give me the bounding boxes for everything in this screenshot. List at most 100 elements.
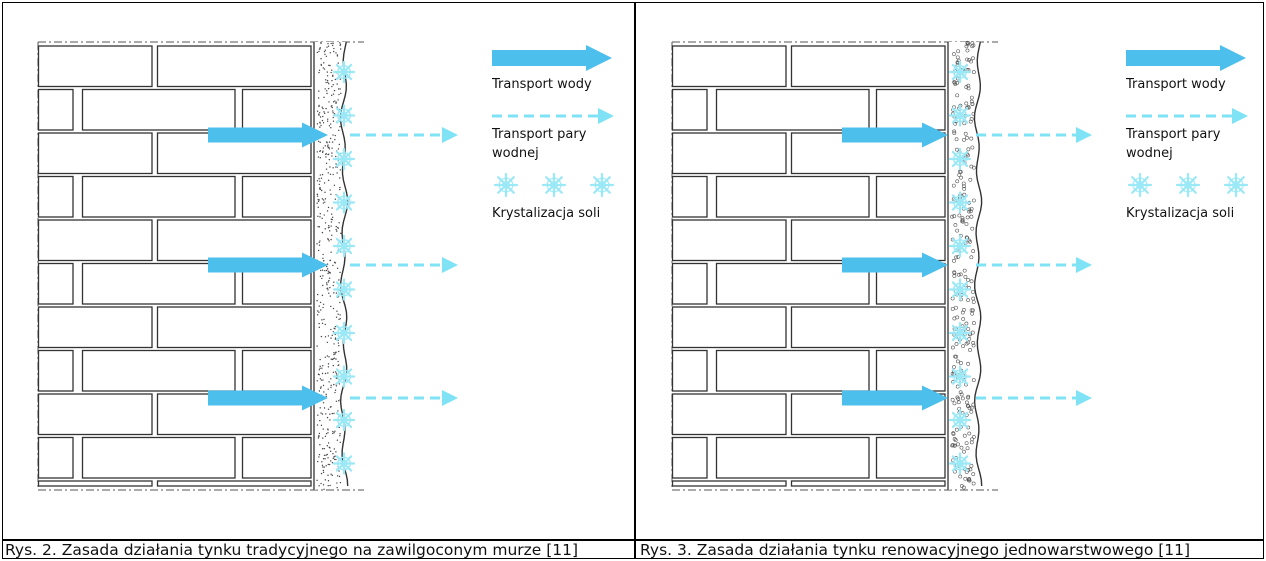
legend-salt-label: Krystalizacja soli bbox=[1126, 206, 1234, 221]
brick bbox=[241, 175, 312, 218]
brick bbox=[241, 436, 312, 479]
legend: Transport wody Transport pary wodnej Kry… bbox=[491, 45, 615, 221]
salt-crystal-icon bbox=[332, 321, 356, 345]
water-transport-arrows bbox=[208, 122, 328, 411]
brick bbox=[37, 480, 153, 487]
brick bbox=[156, 45, 312, 88]
salt-crystal-icon bbox=[948, 191, 972, 214]
brick bbox=[671, 436, 708, 479]
salt-crystal-icon bbox=[948, 234, 972, 258]
legend-salt-label: Krystalizacja soli bbox=[492, 206, 600, 221]
salt-crystal-icon bbox=[1127, 172, 1249, 198]
salt-crystals bbox=[332, 60, 356, 475]
caption-row-divider bbox=[2, 539, 1264, 541]
salt-crystal-icon bbox=[948, 278, 972, 301]
vapor-transport-arrows bbox=[350, 127, 458, 406]
vapor-transport-arrow-icon bbox=[350, 390, 458, 406]
brick bbox=[37, 132, 153, 175]
water-transport-arrow-icon bbox=[208, 252, 328, 278]
brick bbox=[875, 349, 946, 392]
brick bbox=[156, 306, 312, 349]
brick bbox=[790, 480, 946, 487]
brick bbox=[671, 349, 708, 392]
salt-crystal-icon bbox=[948, 104, 972, 127]
brick bbox=[715, 175, 870, 218]
figure-renovation-plaster: Transport wody Transport pary wodnej Kry… bbox=[671, 40, 1249, 491]
salt-crystal-icon bbox=[948, 60, 972, 84]
salt-crystal-icon bbox=[948, 147, 972, 171]
figure-caption: Rys. 3. Zasada działania tynku renowacyj… bbox=[640, 542, 1191, 559]
brick bbox=[81, 349, 236, 392]
brick bbox=[37, 219, 153, 262]
brick bbox=[81, 88, 236, 131]
brick bbox=[875, 436, 946, 479]
legend: Transport wody Transport pary wodnej Kry… bbox=[1125, 45, 1249, 221]
water-transport-arrow-icon bbox=[1126, 45, 1246, 71]
figure-traditional-plaster: Transport wody Transport pary wodnej Kry… bbox=[37, 41, 615, 491]
salt-crystal-icon bbox=[1223, 172, 1249, 198]
vapor-transport-arrow-icon bbox=[350, 127, 458, 143]
water-transport-arrow-icon bbox=[842, 122, 948, 148]
salt-crystal-icon bbox=[332, 408, 356, 432]
water-transport-arrow-icon bbox=[842, 385, 948, 411]
brick bbox=[671, 45, 787, 88]
salt-crystal-icon bbox=[332, 104, 356, 127]
vapor-transport-arrow-icon bbox=[976, 390, 1092, 406]
brick bbox=[37, 175, 74, 218]
vapor-transport-arrows bbox=[976, 127, 1092, 406]
salt-crystal-icon bbox=[332, 147, 356, 171]
legend-vapor-label-2: wodnej bbox=[1126, 146, 1173, 161]
salt-crystal-icon bbox=[493, 172, 615, 198]
brick bbox=[790, 219, 946, 262]
salt-crystal-icon bbox=[589, 172, 615, 198]
brick bbox=[37, 262, 74, 305]
brick bbox=[241, 349, 312, 392]
brick bbox=[671, 219, 787, 262]
brick bbox=[790, 45, 946, 88]
brick bbox=[715, 88, 870, 131]
legend-vapor-label-2: wodnej bbox=[492, 146, 539, 161]
brick bbox=[37, 45, 153, 88]
vapor-transport-arrow-icon bbox=[976, 257, 1092, 273]
vapor-transport-arrow-icon bbox=[1126, 108, 1248, 124]
vapor-transport-arrow-icon bbox=[492, 108, 614, 124]
brick bbox=[671, 262, 708, 305]
brick bbox=[671, 306, 787, 349]
brick bbox=[671, 393, 787, 436]
legend-vapor-label-1: Transport pary bbox=[491, 127, 587, 142]
brick bbox=[156, 480, 312, 487]
brick bbox=[671, 88, 708, 131]
brick bbox=[37, 88, 74, 131]
salt-crystal-icon bbox=[332, 191, 356, 214]
salt-crystal-icon bbox=[332, 60, 356, 84]
brick bbox=[671, 132, 787, 175]
brick bbox=[875, 175, 946, 218]
water-transport-arrow-icon bbox=[208, 122, 328, 148]
salt-crystal-icon bbox=[332, 278, 356, 301]
water-transport-arrow-icon bbox=[492, 45, 612, 71]
vapor-transport-arrow-icon bbox=[1126, 108, 1248, 124]
brick bbox=[241, 88, 312, 131]
legend-vapor-label-1: Transport pary bbox=[1125, 127, 1221, 142]
brick bbox=[37, 393, 153, 436]
salt-crystal-icon bbox=[948, 365, 972, 388]
brick-wall bbox=[37, 41, 364, 491]
vapor-transport-arrow-icon bbox=[350, 257, 458, 273]
brick bbox=[37, 436, 74, 479]
salt-crystal-icon bbox=[332, 452, 356, 475]
salt-crystals bbox=[948, 60, 972, 475]
salt-crystal-icon bbox=[332, 234, 356, 258]
salt-crystal-icon bbox=[948, 452, 972, 475]
brick-wall bbox=[671, 41, 998, 491]
vapor-transport-arrow-icon bbox=[976, 127, 1092, 143]
brick bbox=[715, 436, 870, 479]
brick bbox=[790, 306, 946, 349]
brick bbox=[671, 480, 787, 487]
brick bbox=[81, 175, 236, 218]
legend-water-label: Transport wody bbox=[491, 77, 592, 92]
column-divider bbox=[634, 2, 636, 559]
brick bbox=[715, 349, 870, 392]
vapor-transport-arrow-icon bbox=[492, 108, 614, 124]
salt-crystal-icon bbox=[948, 408, 972, 432]
